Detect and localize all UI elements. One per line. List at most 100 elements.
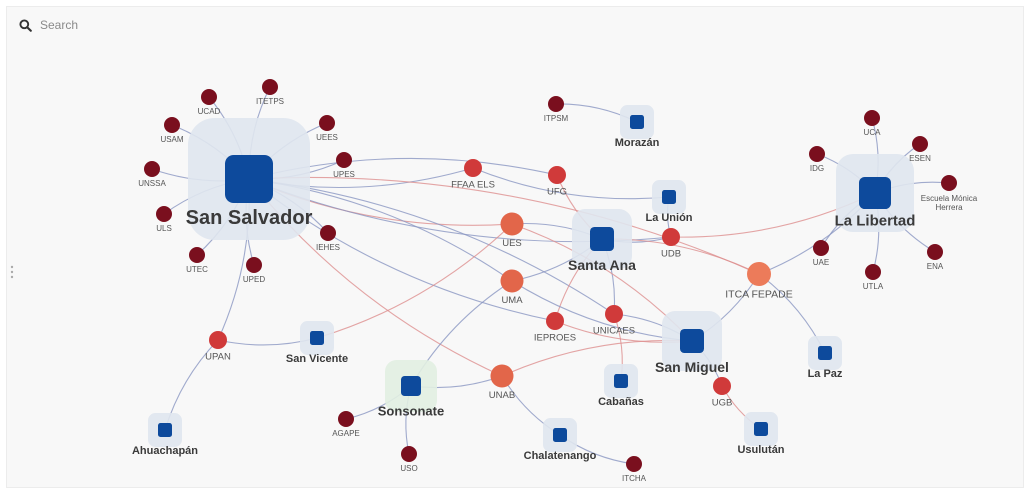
institution-label-uped: UPED [243,275,265,284]
department-label-lp: La Paz [808,368,843,380]
department-label-cha: Chalatenango [524,450,597,462]
institution-label-uees: UEES [316,133,338,142]
department-node-usu[interactable] [754,422,768,436]
department-node-sv[interactable] [310,331,324,345]
institution-node-itetps[interactable] [262,79,278,95]
drag-handle-icon[interactable] [7,263,17,281]
institution-label-ena: ENA [927,262,944,271]
institution-node-iehes[interactable] [320,225,336,241]
institution-node-utla[interactable] [865,264,881,280]
institution-node-upes[interactable] [336,152,352,168]
institution-node-idg[interactable] [809,146,825,162]
search-input[interactable] [40,18,240,32]
institution-label-upes: UPES [333,170,355,179]
edge-ffaa-lu [472,167,670,200]
department-label-usu: Usulután [737,444,784,456]
department-node-ahu[interactable] [158,423,172,437]
department-node-cha[interactable] [553,428,567,442]
graph-nodes [144,79,957,472]
department-node-mor[interactable] [630,115,644,129]
institution-label-ugb: UGB [712,398,733,409]
institution-node-usam[interactable] [164,117,180,133]
institution-label-ues: UES [502,238,522,249]
department-label-ss: San Salvador [186,207,313,229]
department-label-sm: San Miguel [655,359,729,375]
institution-node-udb[interactable] [662,228,680,246]
institution-node-uped[interactable] [246,257,262,273]
department-label-ahu: Ahuachapán [132,445,198,457]
institution-label-uls: ULS [156,224,172,233]
institution-node-esen[interactable] [912,136,928,152]
institution-node-uma[interactable] [500,269,524,293]
department-label-mor: Morazán [615,137,660,149]
department-label-son: Sonsonate [378,404,444,419]
institution-node-uso[interactable] [401,446,417,462]
institution-node-uca[interactable] [864,110,880,126]
institution-node-unssa[interactable] [144,161,160,177]
institution-label-unab: UNAB [489,390,515,401]
department-node-ss[interactable] [225,155,273,203]
department-node-sm[interactable] [680,329,704,353]
institution-node-unicaes[interactable] [605,305,623,323]
institution-node-ufg[interactable] [548,166,566,184]
institution-node-uees[interactable] [319,115,335,131]
department-node-lp[interactable] [818,346,832,360]
institution-label-uae: UAE [813,258,829,267]
institution-node-itpsm[interactable] [548,96,564,112]
institution-label-agape: AGAPE [332,429,360,438]
institution-node-ieproes[interactable] [546,312,564,330]
institution-node-utec[interactable] [189,247,205,263]
institution-label-utec: UTEC [186,265,208,274]
institution-node-ucad[interactable] [201,89,217,105]
institution-node-emh[interactable] [941,175,957,191]
institution-label-idg: IDG [810,164,824,173]
department-node-son[interactable] [401,376,421,396]
edge-itca-ss [248,176,760,275]
institution-node-itcha[interactable] [626,456,642,472]
department-node-cab[interactable] [614,374,628,388]
search-icon [19,18,32,32]
department-label-lu: La Unión [645,212,692,224]
department-node-lu[interactable] [662,190,676,204]
institution-label-itca: ITCA FEPADE [725,289,793,301]
search-bar[interactable] [19,15,240,35]
institution-label-itetps: ITETPS [256,97,284,106]
edge-ues-sv [316,223,513,339]
institution-label-unicaes: UNICAES [593,326,635,337]
institution-label-itpsm: ITPSM [544,114,569,123]
institution-label-itcha: ITCHA [622,474,647,483]
institution-label-usam: USAM [160,135,183,144]
department-label-cab: Cabañas [598,396,644,408]
institution-label-ufg: UFG [547,187,567,198]
institution-node-agape[interactable] [338,411,354,427]
institution-label-ffaa: FFAA ELS [451,180,495,191]
institution-label-esen: ESEN [909,154,931,163]
institution-node-ffaa[interactable] [464,159,482,177]
institution-label-iehes: IEHES [316,243,340,252]
institution-label-unssa: UNSSA [138,179,166,188]
institution-label-uca: UCA [864,128,882,137]
institution-node-ugb[interactable] [713,377,731,395]
institution-node-upan[interactable] [209,331,227,349]
department-node-sa[interactable] [590,227,614,251]
institution-node-itca[interactable] [747,262,771,286]
institution-node-uae[interactable] [813,240,829,256]
institution-label-udb: UDB [661,249,681,260]
institution-label-uma: UMA [501,295,523,306]
department-node-ll[interactable] [859,177,891,209]
department-label-ll: La Libertad [835,212,916,229]
institution-node-ues[interactable] [500,212,524,236]
institution-node-uls[interactable] [156,206,172,222]
institution-label-ucad: UCAD [198,107,221,116]
institution-node-ena[interactable] [927,244,943,260]
institution-label-upan: UPAN [205,352,231,363]
department-label-sa: Santa Ana [568,257,636,273]
institution-node-unab[interactable] [490,364,514,388]
institution-label-ieproes: IEPROES [534,333,576,344]
institution-label-utla: UTLA [863,282,884,291]
department-label-sv: San Vicente [286,353,348,365]
